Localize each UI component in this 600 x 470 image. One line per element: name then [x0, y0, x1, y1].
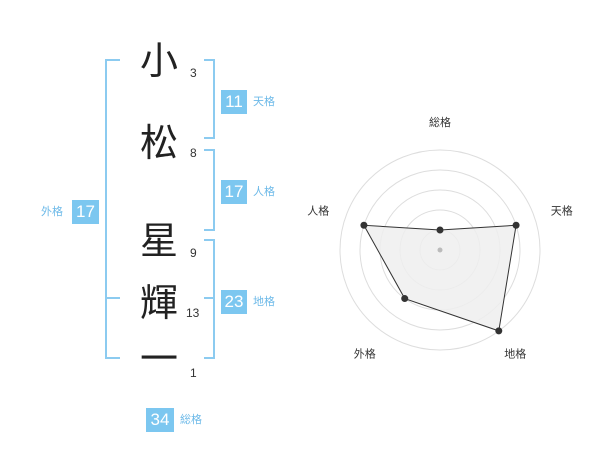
gaikaku-label: 外格 [41, 205, 63, 218]
name-character-4: 輝 [140, 281, 179, 325]
radar-point-1 [436, 226, 444, 234]
radar-series-area [363, 224, 517, 332]
stroke-count-2: 8 [190, 146, 197, 160]
gaikaku-bracket [105, 59, 120, 359]
radar-axis-label-2: 天格 [551, 203, 573, 217]
jinkaku-badge: 17 [221, 180, 247, 204]
name-character-3: 星 [140, 219, 179, 263]
radar-point-3 [495, 327, 503, 335]
radar-point-5 [360, 221, 368, 229]
stroke-count-3: 9 [190, 246, 197, 260]
soukaku-label: 総格 [180, 413, 202, 426]
gaikaku-badge: 17 [72, 200, 99, 224]
stroke-count-5: 1 [190, 366, 197, 380]
radar-point-2 [512, 221, 520, 229]
radar-center-dot [437, 247, 443, 253]
radar-axis-label-1: 総格 [429, 115, 451, 129]
soukaku-badge: 34 [146, 408, 174, 432]
stroke-count-4: 13 [186, 306, 200, 320]
chikaku-badge: 23 [221, 290, 247, 314]
jinkaku-label: 人格 [253, 185, 275, 198]
radar-grid-ring [339, 149, 541, 351]
tenkaku-badge: 11 [221, 90, 247, 114]
jinkaku-bracket [204, 149, 215, 231]
radar-axis-label-5: 人格 [307, 203, 329, 217]
tenkaku-bracket [204, 59, 215, 139]
radar-grid-ring [359, 169, 521, 331]
tenkaku-label: 天格 [253, 95, 275, 108]
name-character-1: 小 [140, 39, 179, 83]
name-character-2: 松 [140, 121, 179, 165]
stroke-count-1: 3 [190, 66, 197, 80]
radar-axis-label-3: 地格 [504, 347, 526, 361]
chikaku-label: 地格 [253, 295, 275, 308]
radar-axis-label-4: 外格 [354, 347, 376, 361]
radar-point-4 [401, 295, 409, 303]
name-character-5: 一 [140, 337, 179, 381]
